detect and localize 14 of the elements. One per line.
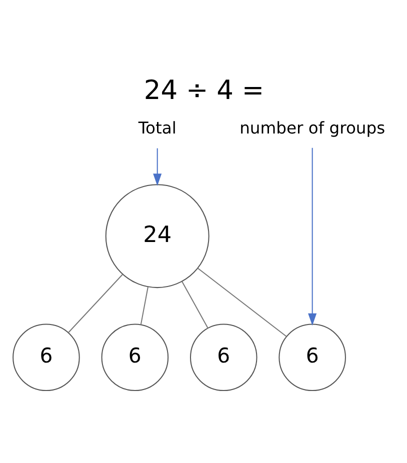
connector [181, 280, 208, 328]
connector [67, 274, 122, 332]
connector [196, 267, 286, 336]
node-text: Total [138, 118, 176, 137]
connector [140, 286, 148, 324]
diagram-title: 24 ÷ 4 = [143, 74, 264, 106]
arrow [308, 147, 316, 326]
node-circle: 6 [189, 323, 257, 391]
node-circle: 6 [12, 323, 80, 391]
arrow [152, 148, 162, 186]
node-circle: 6 [278, 323, 346, 391]
node-circle: 6 [100, 323, 168, 391]
node-text: number of groups [239, 118, 385, 137]
node-circle: 24 [104, 184, 209, 288]
